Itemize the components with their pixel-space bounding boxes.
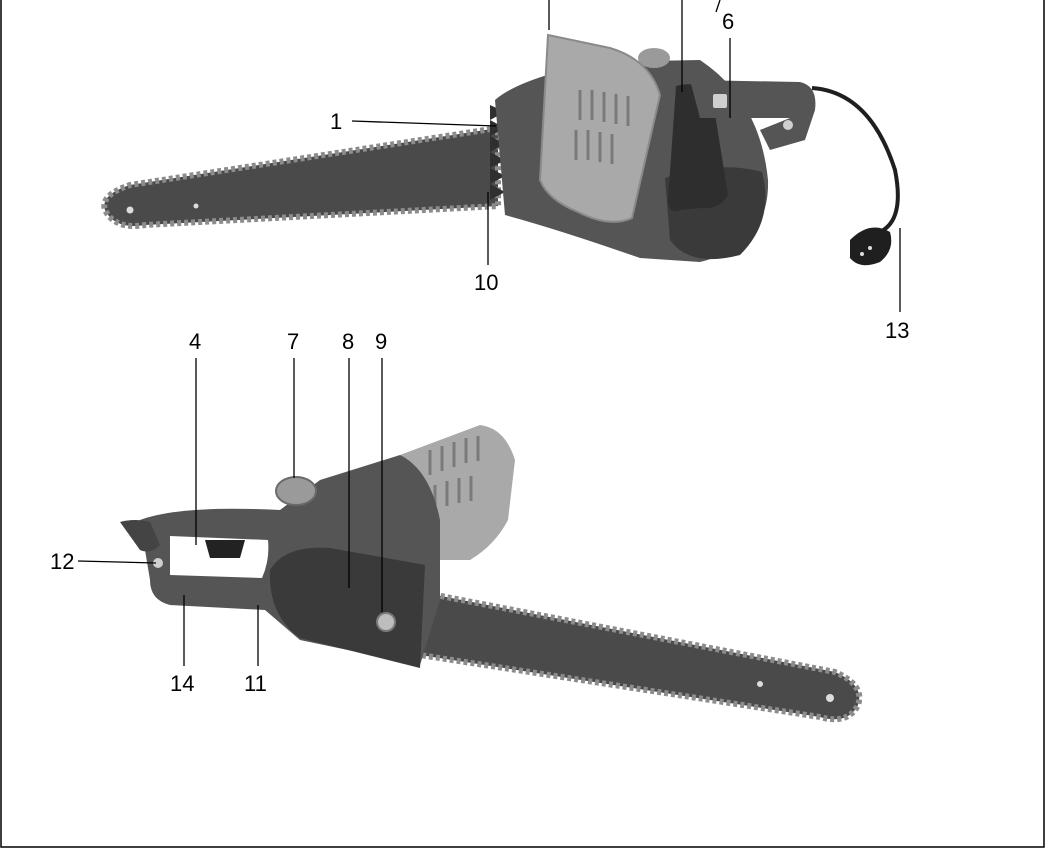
guide-bar-top — [101, 124, 501, 229]
chain-cover-bolt — [376, 612, 396, 632]
leader-1 — [351, 120, 497, 127]
chainsaw-side-view — [120, 425, 863, 723]
power-cord — [811, 86, 900, 234]
lock-button-top — [713, 94, 727, 108]
callout-4: 4 — [189, 329, 201, 354]
chain-cover — [269, 547, 425, 668]
callout-11: 11 — [244, 671, 267, 696]
guard-grip-pattern-side — [428, 436, 480, 510]
callout-10: 10 — [474, 270, 498, 295]
bar-hole-top — [126, 206, 134, 214]
callout-7: 7 — [287, 329, 299, 354]
callout-1: 1 — [330, 109, 342, 134]
guide-bar-side — [417, 588, 863, 723]
leader-top-right — [715, 0, 721, 13]
strap-hole-side — [153, 558, 163, 568]
leader-lines — [77, 0, 901, 666]
callout-12: 12 — [50, 549, 74, 574]
callout-14: 14 — [170, 671, 194, 696]
callout-9: 9 — [375, 329, 387, 354]
chainsaw-top-view — [101, 33, 900, 266]
strap-hole-top — [783, 120, 793, 130]
callout-13: 13 — [885, 318, 909, 343]
oil-cap-top — [638, 48, 670, 68]
bar-hole-side — [826, 694, 834, 702]
rear-handle-tip — [120, 520, 160, 552]
bar-hole-top-2 — [193, 203, 199, 209]
plug-pin-1 — [860, 252, 864, 256]
trigger — [205, 540, 245, 558]
leader-12 — [77, 560, 157, 564]
guard-grip-pattern-top — [574, 90, 630, 164]
callout-labels: 6 1 10 13 4 7 8 9 12 14 11 — [50, 9, 909, 696]
callout-6: 6 — [722, 9, 734, 34]
oil-tank-cap — [275, 476, 317, 506]
bar-hole-side-2 — [757, 681, 763, 687]
callout-8: 8 — [342, 329, 354, 354]
hand-guard-top — [538, 33, 662, 223]
plug-pin-2 — [868, 246, 872, 250]
